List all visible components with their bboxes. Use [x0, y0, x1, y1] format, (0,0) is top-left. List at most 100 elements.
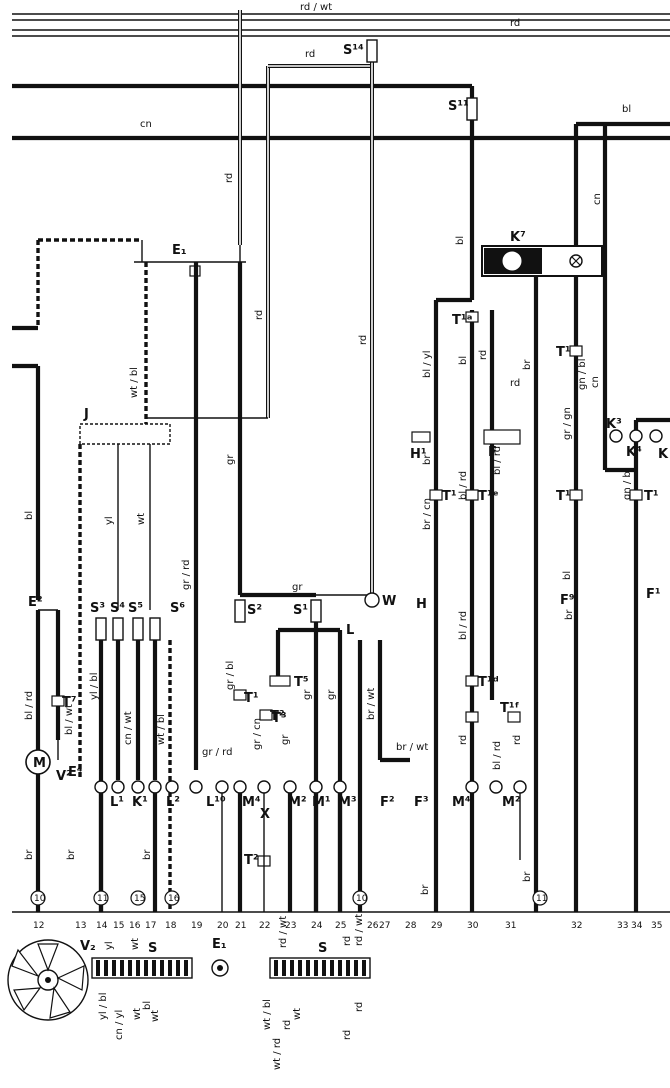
svg-text:V²: V²: [56, 769, 72, 784]
svg-text:10: 10: [34, 894, 46, 904]
top-feed-lines: [12, 13, 670, 141]
circled-ref: 11: [532, 890, 548, 906]
connector-pin: [176, 960, 180, 976]
svg-text:T³: T³: [272, 711, 287, 726]
fuse-s14: S¹⁴: [343, 39, 378, 63]
bus-number: 17: [145, 921, 156, 931]
svg-text:E₁: E₁: [212, 937, 227, 952]
connector-t1-right: T¹: [556, 345, 583, 360]
fuse-s1: S¹: [275, 599, 343, 912]
circled-ref: 10: [352, 890, 368, 906]
fuse-s5: S⁵: [128, 601, 144, 780]
svg-text:11: 11: [97, 894, 108, 904]
bus-number: 31: [505, 921, 516, 931]
svg-text:S²: S²: [247, 603, 262, 618]
connector-pin: [136, 960, 140, 976]
wire-label-rd-b: rd: [510, 378, 520, 389]
lamps-k3-k4: K³ K⁴ K: [605, 417, 670, 912]
wire-label-top-rd-wt: rd / wt: [300, 2, 332, 13]
connector-t1-c: T¹: [556, 489, 583, 504]
connector-t1a: T¹ᵃ: [452, 311, 479, 328]
svg-text:T¹: T¹: [556, 345, 571, 360]
wire-label-bl-rd-1: bl / rd: [458, 471, 469, 500]
bus-number: 30: [467, 921, 479, 931]
label-e4: E⁴: [68, 765, 83, 780]
label-x: X: [260, 807, 270, 822]
wire-label-bl-rd-3: bl / rd: [458, 611, 469, 640]
svg-text:wt / bl: wt / bl: [262, 999, 273, 1030]
connector-pin: [104, 960, 108, 976]
wire-label-br-5: br: [522, 871, 533, 882]
connector-t7: T⁷: [51, 695, 77, 710]
connector-pin: [290, 960, 294, 976]
switch-f1: F¹: [646, 587, 661, 602]
wire-label-rd-a: rd: [478, 350, 489, 360]
connector-t1-g: T¹: [629, 489, 659, 504]
bus-number: 24: [311, 921, 323, 931]
relay-j: J: [79, 407, 268, 445]
wire-label-gr-cn: gr / cn: [252, 718, 263, 750]
label-m2b: M²: [502, 795, 521, 810]
svg-text:H: H: [416, 597, 427, 612]
bus-number: 25: [335, 921, 346, 931]
label-l1: L¹: [110, 795, 124, 810]
wire-label-gr-bl: gr / bl: [225, 661, 236, 690]
connector-pin: [322, 960, 326, 976]
bus-number: 15: [113, 921, 124, 931]
wire-label-bl-right: bl: [622, 104, 631, 115]
connector-t1-right-low: T¹ᶠ: [500, 701, 521, 723]
fuse-s6: S⁶: [149, 601, 185, 912]
connector-t1-a: T¹: [429, 489, 457, 504]
wire-label-gr-3: gr: [302, 689, 313, 700]
wire-label-gr-rd-2: gr / rd: [202, 747, 232, 758]
label-m4b: M⁴: [452, 795, 471, 810]
label-l2: L²: [166, 795, 180, 810]
switch-l: L: [346, 623, 410, 912]
connector-t5: T⁵: [269, 675, 309, 690]
indicator-w: W: [364, 592, 396, 609]
wire-label-bl-mid: bl: [458, 356, 469, 365]
svg-text:F¹: F¹: [646, 587, 661, 602]
svg-text:10: 10: [356, 894, 368, 904]
svg-text:bl: bl: [142, 1001, 153, 1010]
svg-text:wt: wt: [132, 1008, 143, 1020]
wire-label-bl-r: bl: [562, 571, 573, 580]
wire-label-cn: cn: [140, 119, 152, 130]
horn-switch-h: H: [416, 597, 427, 612]
connector-pin: [120, 960, 124, 976]
wire-label-bl-rd-4: bl / rd: [24, 691, 35, 720]
svg-text:M: M: [33, 756, 46, 771]
connector-pin: [338, 960, 342, 976]
wire-label-br-3: br: [142, 849, 153, 860]
wire-label-yl: yl: [104, 516, 115, 525]
bus-number: 16: [129, 921, 141, 931]
svg-text:E²: E²: [28, 595, 43, 610]
bus-number: 32: [571, 921, 582, 931]
svg-text:T¹: T¹: [556, 489, 571, 504]
connector-pin: [128, 960, 132, 976]
svg-text:T¹ᶠ: T¹ᶠ: [500, 701, 520, 716]
wire-label-wt: wt: [136, 513, 147, 525]
label-m3: M³: [338, 795, 357, 810]
wire-label-rd-c: rd: [458, 735, 469, 745]
circled-ref: 11: [93, 890, 109, 906]
relay-k7: K⁷: [481, 230, 603, 277]
rd-feeds: [238, 10, 374, 595]
bus-number: 12: [33, 921, 44, 931]
svg-text:S⁴: S⁴: [110, 601, 125, 616]
connector-pin: [346, 960, 350, 976]
connector-pin: [362, 960, 366, 976]
label-l10: L¹⁰: [206, 795, 226, 810]
connector-t3: T³: [259, 709, 287, 726]
svg-text:T¹: T¹: [644, 489, 659, 504]
svg-text:T¹: T¹: [244, 691, 259, 706]
wire-label-cn-right: cn: [592, 193, 603, 205]
svg-text:L: L: [346, 623, 354, 638]
legend-connector-left: S yl wt yl / bl cn / yl wt bl wt: [91, 938, 193, 1040]
connector-pin: [112, 960, 116, 976]
connector-pin: [184, 960, 188, 976]
wire-label-cn-wt: cn / wt: [123, 711, 134, 745]
